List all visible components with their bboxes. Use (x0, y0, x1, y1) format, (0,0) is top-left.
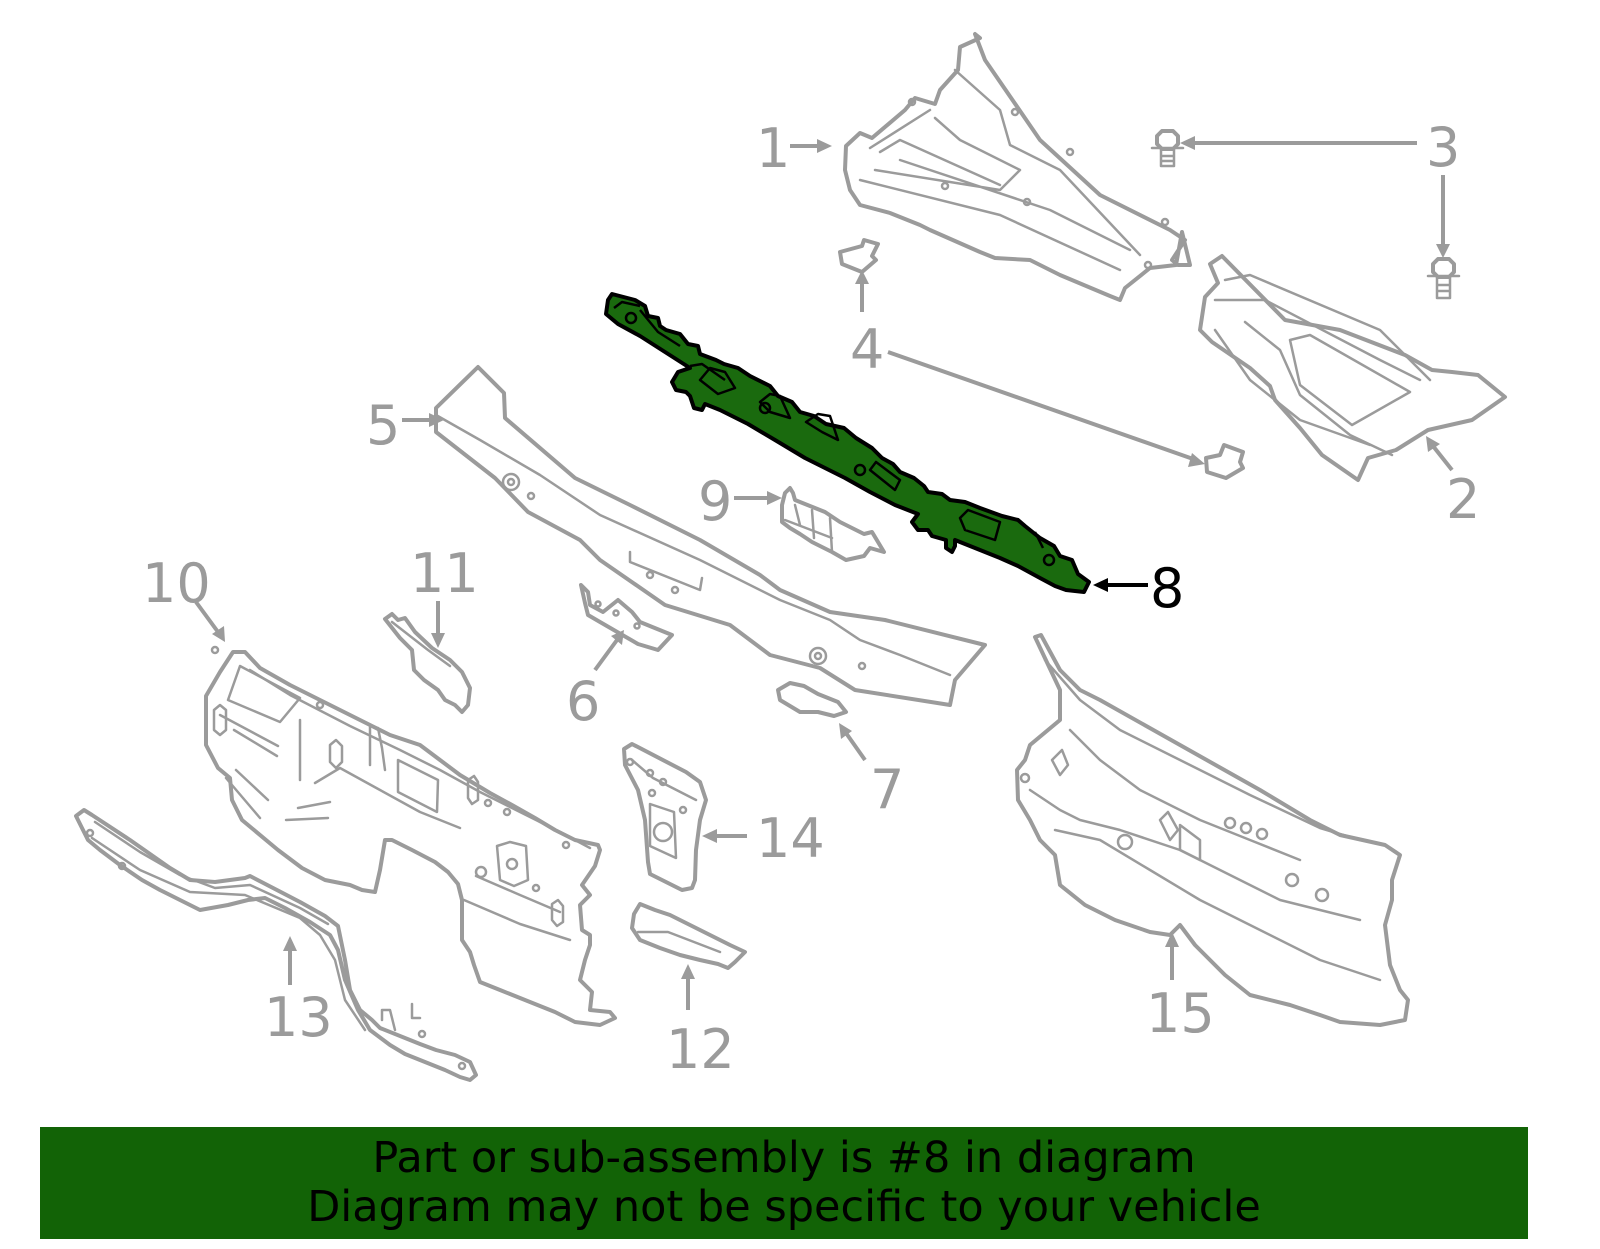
part-1-cowl-panel[interactable] (843, 32, 1192, 302)
callout-13: 13 (264, 936, 333, 1049)
info-banner: Part or sub-assembly is #8 in diagram Di… (40, 1127, 1528, 1239)
part-10-dash-panel[interactable] (204, 645, 617, 1027)
svg-text:15: 15 (1146, 982, 1215, 1045)
svg-text:8: 8 (1150, 557, 1184, 620)
part-3-bolt-upper[interactable] (1150, 129, 1185, 168)
svg-text:13: 13 (264, 986, 333, 1049)
callout-7: 7 (839, 723, 904, 821)
part-13-rail[interactable] (74, 808, 478, 1082)
callout-4: 4 (850, 270, 1205, 467)
part-2-cowl-panel[interactable] (1198, 254, 1507, 482)
callout-8: 8 (1093, 557, 1184, 620)
svg-text:10: 10 (142, 552, 211, 615)
callout-2: 2 (1426, 436, 1480, 531)
svg-text:5: 5 (366, 394, 400, 457)
part-7-bracket[interactable] (776, 681, 848, 718)
svg-text:3: 3 (1426, 116, 1460, 179)
callout-9: 9 (698, 470, 782, 533)
svg-text:2: 2 (1446, 468, 1480, 531)
callout-15: 15 (1146, 932, 1215, 1045)
svg-text:7: 7 (870, 758, 904, 821)
svg-text:1: 1 (756, 117, 790, 180)
part-3-bolt-lower[interactable] (1426, 257, 1461, 300)
part-4-clip-lower[interactable] (1204, 443, 1245, 480)
part-9-bracket[interactable] (780, 486, 886, 562)
part-8-reinforcement-highlighted[interactable] (604, 292, 1091, 594)
part-11-bracket[interactable] (383, 612, 472, 714)
svg-text:6: 6 (566, 670, 600, 733)
svg-text:4: 4 (850, 318, 884, 381)
part-12-bracket[interactable] (630, 902, 747, 970)
callout-14: 14 (702, 807, 825, 870)
svg-text:12: 12 (666, 1018, 735, 1081)
banner-line-disclaimer: Diagram may not be specific to your vehi… (307, 1182, 1261, 1232)
banner-line-part-number: Part or sub-assembly is #8 in diagram (372, 1133, 1196, 1183)
callout-6: 6 (566, 630, 624, 733)
callout-3: 3 (1180, 116, 1460, 258)
callout-11: 11 (410, 542, 479, 648)
svg-text:11: 11 (410, 542, 479, 605)
svg-text:14: 14 (756, 807, 825, 870)
svg-text:9: 9 (698, 470, 732, 533)
part-15-cowl-assembly[interactable] (1015, 633, 1410, 1027)
part-4-clip-upper[interactable] (838, 238, 880, 274)
callout-12: 12 (666, 964, 735, 1081)
part-14-plate[interactable] (622, 742, 708, 892)
callout-5: 5 (366, 394, 444, 457)
callout-1: 1 (756, 117, 832, 180)
part-5-cross-member[interactable] (434, 365, 987, 707)
callout-10: 10 (142, 552, 225, 642)
part-6-bracket[interactable] (579, 583, 674, 652)
